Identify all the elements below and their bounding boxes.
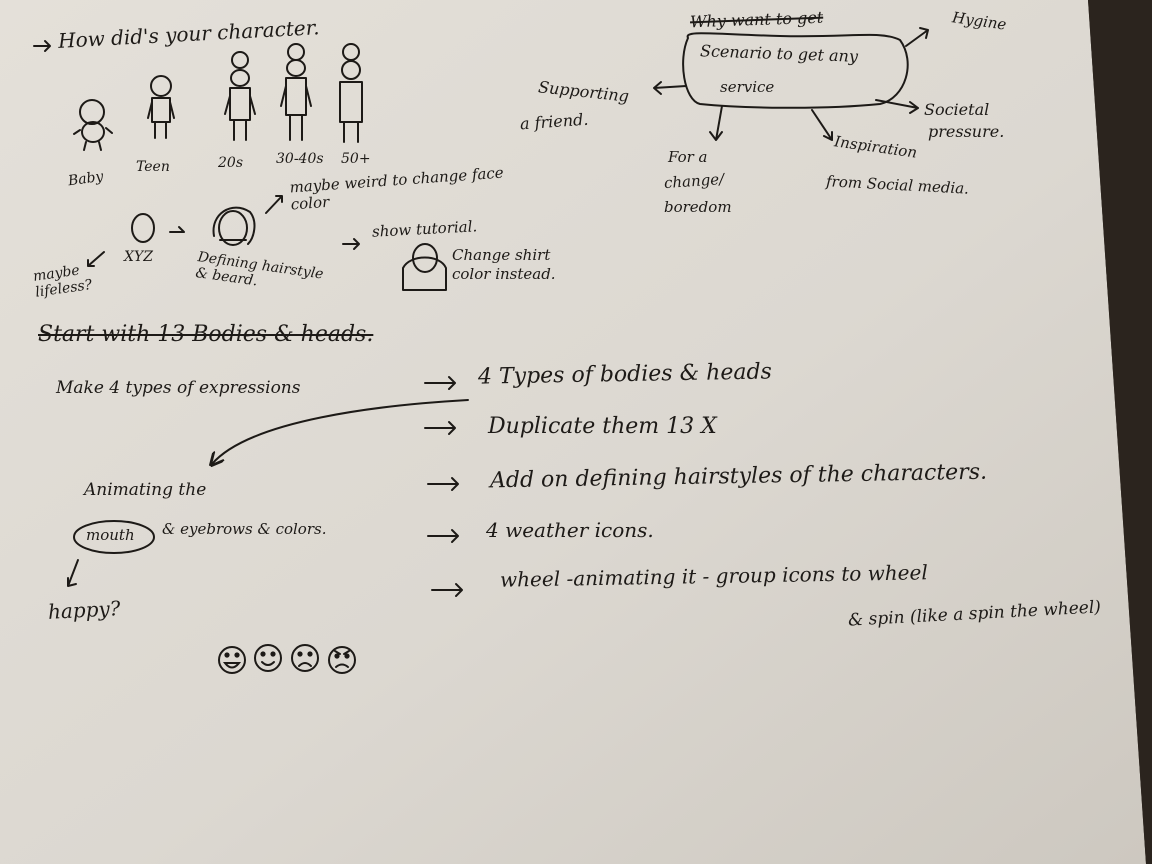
- arrow-hygiene-icon: [905, 27, 929, 47]
- mindmap-change-line1: For a: [668, 148, 708, 166]
- thirties-figure-icon: [280, 43, 312, 141]
- happy-label: happy?: [47, 596, 122, 624]
- animating-rest: & eyebrows & colors.: [162, 520, 327, 538]
- list-item-duplicate: Duplicate them 13 X: [488, 414, 717, 439]
- expressions-line: Make 4 types of expressions: [56, 378, 301, 398]
- curved-arrow-icon: [212, 399, 469, 464]
- twenties-figure-icon: [224, 51, 256, 141]
- arrow-inspiration-icon: [811, 109, 833, 141]
- shirt-color-note: Change shirt color instead.: [452, 246, 556, 283]
- mindmap-change-line2: change/: [663, 169, 725, 193]
- baby-figure-icon: [73, 99, 113, 151]
- animating-label: Animating the: [84, 480, 207, 500]
- list-arrow-icon: [427, 477, 459, 491]
- arrow-icon: [265, 195, 283, 214]
- very-happy-face-icon: [218, 646, 246, 674]
- mindmap-supporting-line2: a friend.: [519, 109, 589, 134]
- mindmap-societal-line2: pressure.: [928, 122, 1005, 141]
- teen-figure-icon: [147, 75, 175, 139]
- list-arrow-icon: [431, 583, 463, 597]
- mindmap-societal-line1: Societal: [924, 100, 990, 119]
- arrow-icon: [67, 559, 79, 587]
- table-edge: [1088, 0, 1152, 864]
- list-item-bodies-heads: 4 Types of bodies & heads: [477, 359, 773, 390]
- struck-start-line: Start with 13 Bodies & heads.: [38, 322, 374, 347]
- mouth-word: mouth: [86, 526, 135, 544]
- list-arrow-icon: [427, 529, 459, 543]
- age-label-50-plus: 50+: [341, 151, 371, 167]
- center-bubble: [682, 32, 909, 109]
- shirt-avatar-icon: [402, 243, 447, 291]
- arrow-icon: [87, 251, 105, 267]
- arrow-societal-icon: [875, 99, 919, 114]
- mindmap-center-line2: service: [720, 78, 775, 96]
- list-arrow-icon: [424, 376, 456, 390]
- arrow-supporting-icon: [653, 81, 687, 95]
- mindmap-struck-header: Why want to get: [689, 7, 824, 32]
- list-arrow-icon: [424, 421, 456, 435]
- xyz-label: XYZ: [124, 249, 153, 265]
- sad-face-icon: [291, 644, 319, 672]
- title-arrow-icon: [33, 40, 51, 52]
- happy-face-icon: [254, 644, 282, 672]
- age-label-30-40s: 30-40s: [276, 151, 324, 167]
- mindmap-change-line3: boredom: [664, 198, 732, 216]
- age-label-teen: Teen: [136, 159, 170, 175]
- list-item-weather-icons: 4 weather icons.: [486, 518, 654, 542]
- arrow-change-icon: [709, 105, 723, 141]
- arrow-icon: [342, 238, 360, 250]
- age-label-20s: 20s: [218, 155, 243, 171]
- fifties-figure-icon: [339, 43, 363, 143]
- hairstyle-head-icon: [212, 206, 256, 246]
- angry-face-icon: [328, 646, 356, 674]
- mouth-circle: [73, 520, 155, 554]
- plain-head-icon: [131, 213, 155, 243]
